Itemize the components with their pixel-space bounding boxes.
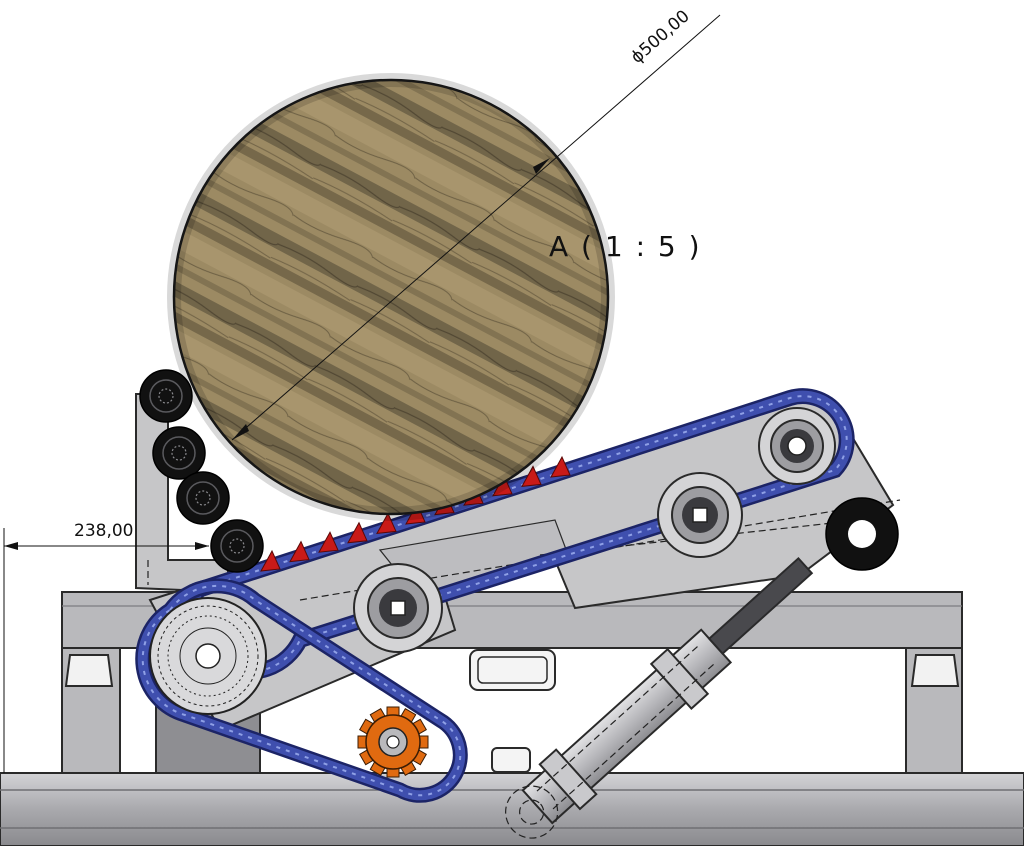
hydraulic-cylinder [505, 556, 814, 839]
red-tooth [376, 512, 397, 534]
bearing-wheel-lower [353, 563, 443, 653]
guide-roller [152, 426, 206, 480]
diameter-label: ϕ500,00 [627, 6, 693, 67]
main-drive-sprocket [149, 597, 267, 715]
guide-roller [176, 471, 230, 525]
base-rail [0, 772, 1024, 846]
guide-rollers [139, 369, 264, 573]
wooden-log-section [167, 73, 615, 521]
offset-dimension: 238,00 [3, 521, 209, 773]
red-tooth [347, 521, 368, 544]
view-scale-label: A ( 1 : 5 ) [549, 230, 702, 263]
red-tooth [289, 540, 310, 563]
red-tooth [260, 549, 281, 572]
red-tooth [318, 531, 339, 553]
bearing-wheel-top-right [758, 407, 836, 485]
guide-roller [210, 519, 264, 573]
guide-roller [139, 369, 193, 423]
red-tooth [550, 455, 571, 478]
chain-lower-loop [135, 578, 468, 803]
cylinder-rod-eye [825, 497, 899, 571]
orange-drive-sprocket [357, 706, 429, 778]
red-tooth [521, 465, 542, 487]
offset-label: 238,00 [74, 521, 133, 541]
bearing-wheel-middle [657, 472, 743, 558]
